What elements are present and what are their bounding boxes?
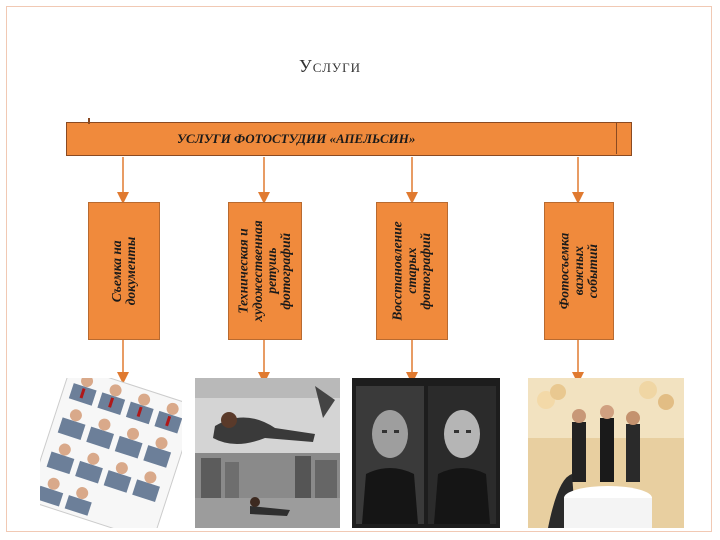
service-label-restoration: Восстановление старых фотографий (389, 221, 434, 321)
photo-document-portraits (40, 378, 182, 528)
services-banner: УСЛУГИ ФОТОСТУДИИ «АПЕЛЬСИН» (66, 118, 632, 156)
service-box-restoration: Восстановление старых фотографий (376, 202, 448, 340)
slide-title: Услуги (298, 56, 362, 76)
photo-event-sample (528, 378, 684, 528)
service-label-documents: Съемка на документы (108, 236, 138, 306)
banner-notch (615, 123, 617, 154)
banner-label: УСЛУГИ ФОТОСТУДИИ «АПЕЛЬСИН» (177, 131, 416, 146)
service-box-events: Фотосъемка важных событий (544, 202, 614, 340)
photo-retouch-sample (195, 378, 340, 528)
service-box-retouch: Техническая и художественная ретушь фото… (228, 202, 302, 340)
slide-frame (6, 6, 712, 532)
service-box-documents: Съемка на документы (88, 202, 160, 340)
service-label-events: Фотосъемка важных событий (556, 232, 601, 310)
banner-tick (88, 118, 90, 124)
service-label-retouch: Техническая и художественная ретушь фото… (235, 220, 294, 322)
photo-restoration-sample (352, 378, 500, 528)
